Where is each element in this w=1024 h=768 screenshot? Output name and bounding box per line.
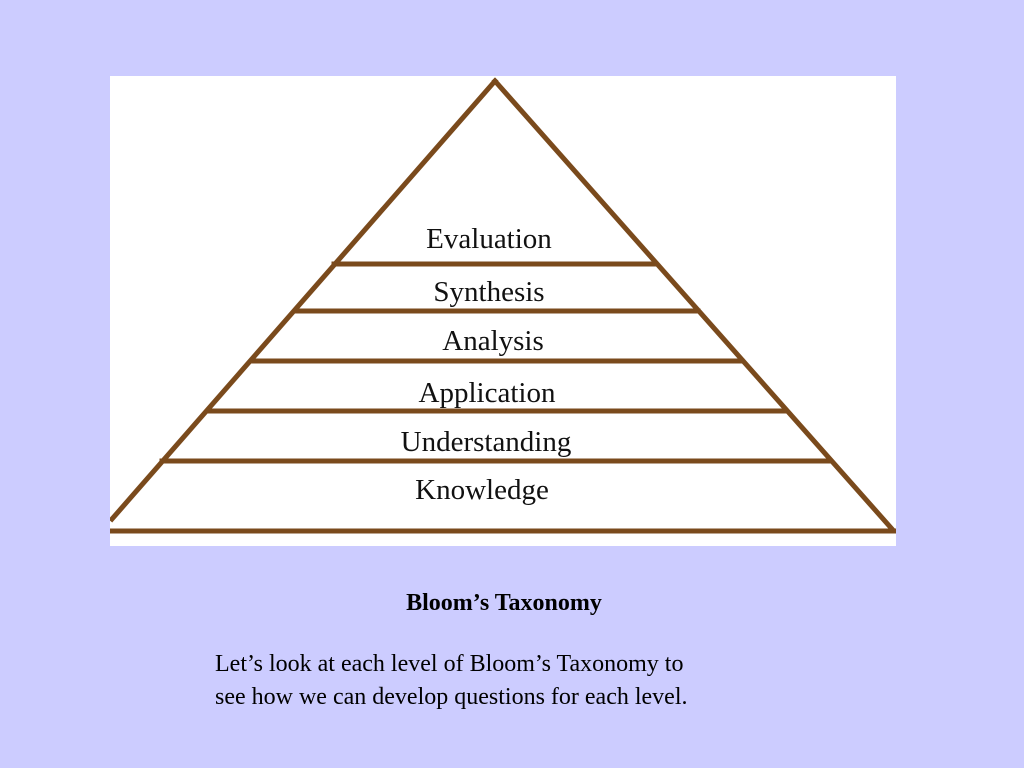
- level-label-knowledge: Knowledge: [415, 474, 549, 506]
- pyramid-strokes: [110, 77, 896, 534]
- pyramid-right-edge: [491, 77, 896, 533]
- caption-title: Bloom’s Taxonomy: [406, 590, 602, 616]
- caption-text: Let’s look at each level of Bloom’s Taxo…: [215, 648, 815, 714]
- caption-line-1: Let’s look at each level of Bloom’s Taxo…: [215, 651, 684, 677]
- level-label-understanding: Understanding: [401, 426, 572, 458]
- level-label-analysis: Analysis: [442, 325, 544, 357]
- pyramid-left-edge: [110, 77, 499, 523]
- level-label-evaluation: Evaluation: [426, 223, 552, 255]
- bloom-pyramid-diagram: Evaluation Synthesis Analysis Applicatio…: [110, 77, 896, 534]
- pyramid-panel: Evaluation Synthesis Analysis Applicatio…: [110, 76, 896, 546]
- level-label-application: Application: [419, 377, 556, 409]
- caption-line-2: see how we can develop questions for eac…: [215, 684, 688, 710]
- level-label-synthesis: Synthesis: [433, 276, 544, 308]
